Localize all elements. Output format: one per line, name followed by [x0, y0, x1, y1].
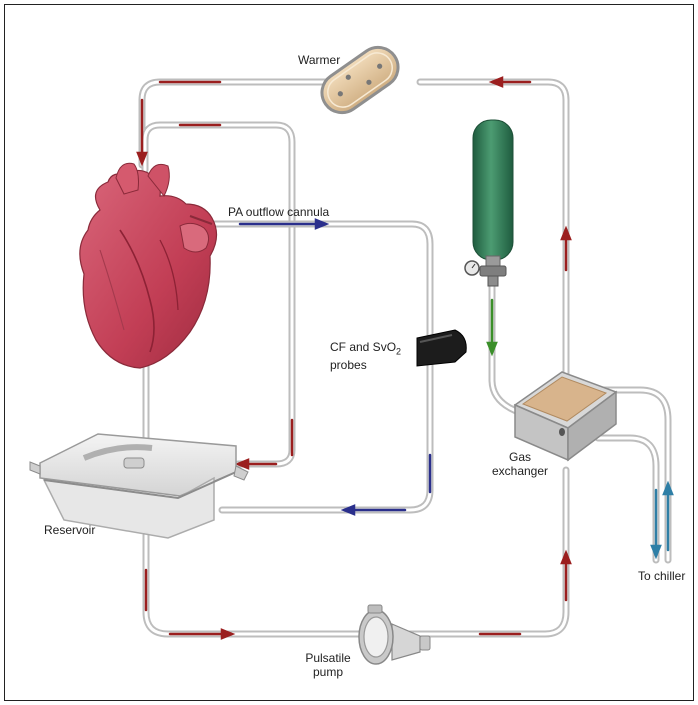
gas-exchanger-label-line2: exchanger — [492, 464, 548, 478]
gas-exchanger-device — [515, 372, 616, 460]
cf-svo2-probes-label: CF and SvO2 probes — [330, 340, 401, 372]
gas-exchanger-label: Gas exchanger — [487, 450, 553, 478]
warmer-device — [314, 40, 406, 121]
probes-label-text: probes — [330, 358, 367, 372]
reservoir-label: Reservoir — [44, 523, 95, 537]
to-chiller-label: To chiller — [638, 569, 685, 583]
chiller-flow-arrows — [652, 484, 672, 556]
heart-illustration — [80, 163, 217, 368]
cf-svo2-label-sub2: 2 — [396, 346, 401, 356]
pa-outflow-cannula-label: PA outflow cannula — [228, 205, 329, 219]
cf-svo2-label-o: O — [387, 340, 396, 354]
pulsatile-pump-label-line2: pump — [313, 665, 343, 679]
cf-svo2-label-text: CF and Sv — [330, 340, 387, 354]
oxygen-cylinder — [465, 120, 513, 286]
flow-arrows — [138, 78, 672, 638]
pulsatile-pump-label-line1: Pulsatile — [305, 651, 350, 665]
pulsatile-pump-label: Pulsatile pump — [300, 651, 356, 679]
gas-line-tube — [492, 280, 522, 414]
tubing — [142, 82, 668, 634]
warmer-label: Warmer — [298, 53, 340, 67]
gas-exchanger-label-line1: Gas — [509, 450, 531, 464]
cf-svo2-probe — [417, 330, 466, 366]
